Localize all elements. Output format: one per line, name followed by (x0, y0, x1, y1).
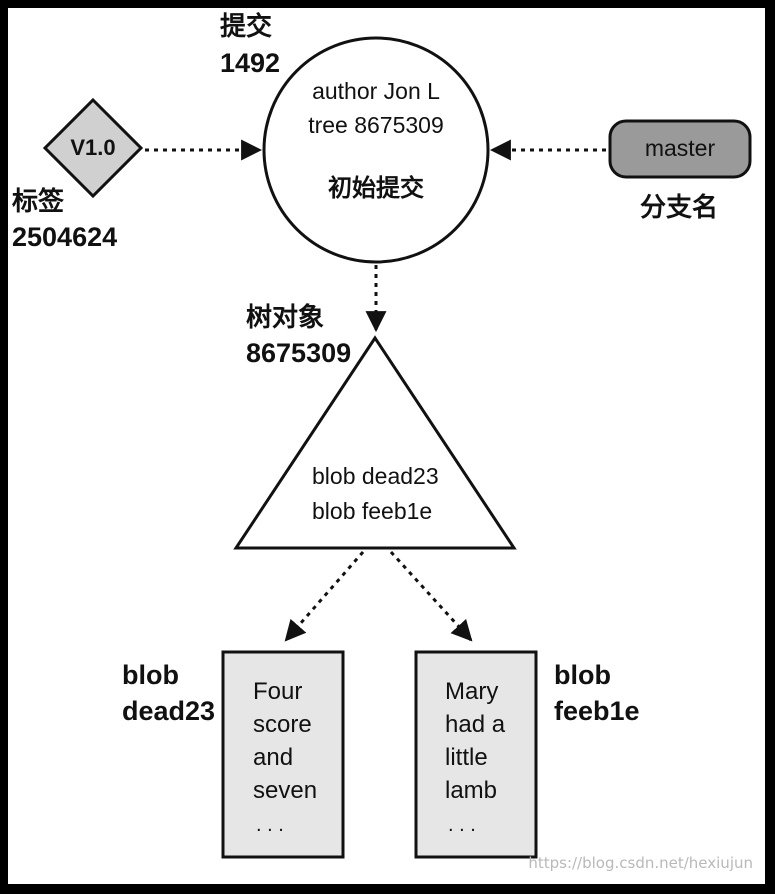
blob-left-line: score (253, 711, 312, 738)
blob-right-line: had a (445, 711, 506, 738)
diagram-canvas: V1.0 标签 2504624 提交 1492 author Jon L tre… (8, 8, 765, 884)
commit-description: 初始提交 (328, 173, 424, 202)
blob-left-title: blob (122, 660, 179, 690)
watermark-text: https://blog.csdn.net/hexiujun (528, 854, 753, 872)
blob-left-id: dead23 (122, 696, 216, 726)
arrow-tree-to-blob-right (389, 550, 473, 642)
commit-author-line: author Jon L (312, 78, 440, 104)
branch-name: master (644, 135, 716, 161)
tag-name: V1.0 (70, 135, 116, 160)
tree-triangle (233, 335, 517, 550)
blob-right-ellipsis: . . . (448, 814, 476, 836)
blob-right-title: blob (554, 660, 611, 690)
blob-left-ellipsis: . . . (256, 814, 284, 836)
arrow-tree-to-blob-left (284, 551, 365, 642)
tag-id: 2504624 (12, 222, 118, 252)
blob-right-id: feeb1e (554, 696, 640, 726)
blob-left-box (221, 650, 345, 859)
commit-id: 1492 (220, 48, 281, 78)
blob-left-line: seven (253, 777, 318, 804)
blob-right-line: lamb (445, 777, 498, 804)
tag-label: 标签 (12, 187, 65, 217)
blob-right-box (414, 650, 538, 859)
blob-right-line: Mary (445, 678, 499, 705)
tag-diamond (42, 97, 144, 199)
diagram-shapes (42, 36, 752, 859)
commit-label: 提交 (220, 12, 273, 42)
tree-entry-2: blob feeb1e (312, 498, 433, 524)
blob-right-line: little (445, 744, 488, 771)
blob-left-line: Four (253, 678, 303, 705)
tree-entry-1: blob dead23 (312, 463, 439, 489)
blob-left-line: and (253, 744, 294, 771)
tree-id: 8675309 (246, 338, 352, 368)
tree-label: 树对象 (246, 303, 325, 333)
commit-circle (262, 36, 490, 264)
commit-tree-line: tree 8675309 (308, 112, 444, 138)
branch-pill (608, 119, 752, 179)
branch-label: 分支名 (640, 193, 719, 223)
